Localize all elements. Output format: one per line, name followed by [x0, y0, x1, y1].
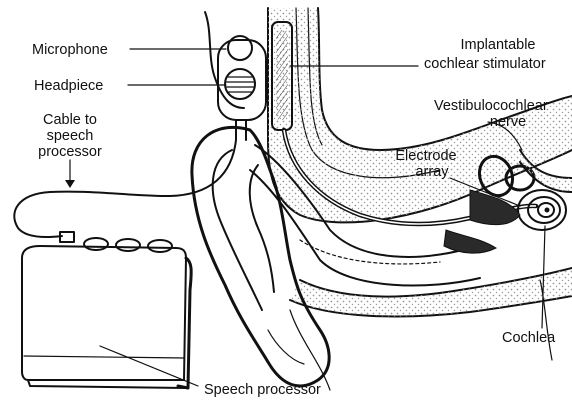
speech-processor-device: [14, 140, 236, 388]
label-electrode-line2: array: [415, 164, 449, 180]
label-stimulator-line2: cochlear stimulator: [424, 56, 546, 72]
label-electrode-line1: Electrode: [395, 148, 456, 164]
label-nerve-line1: Vestibulocochlear: [434, 98, 548, 114]
label-microphone: Microphone: [32, 42, 108, 58]
label-stimulator-line1: Implantable: [461, 37, 536, 53]
headpiece-device: [218, 36, 266, 140]
label-cable-line2: speech: [47, 128, 94, 144]
label-speech-processor: Speech processor: [204, 382, 321, 398]
label-cable-line3: processor: [38, 144, 102, 160]
headpiece-coil: [225, 69, 255, 99]
label-cochlea: Cochlea: [502, 330, 556, 346]
cochlea-spiral: [518, 190, 566, 230]
label-cable-line1: Cable to: [43, 112, 97, 128]
label-headpiece: Headpiece: [34, 78, 103, 94]
leader-cable-arrow: [65, 180, 75, 188]
lower-structures: [290, 268, 572, 390]
label-nerve-line2: nerve: [490, 114, 526, 130]
